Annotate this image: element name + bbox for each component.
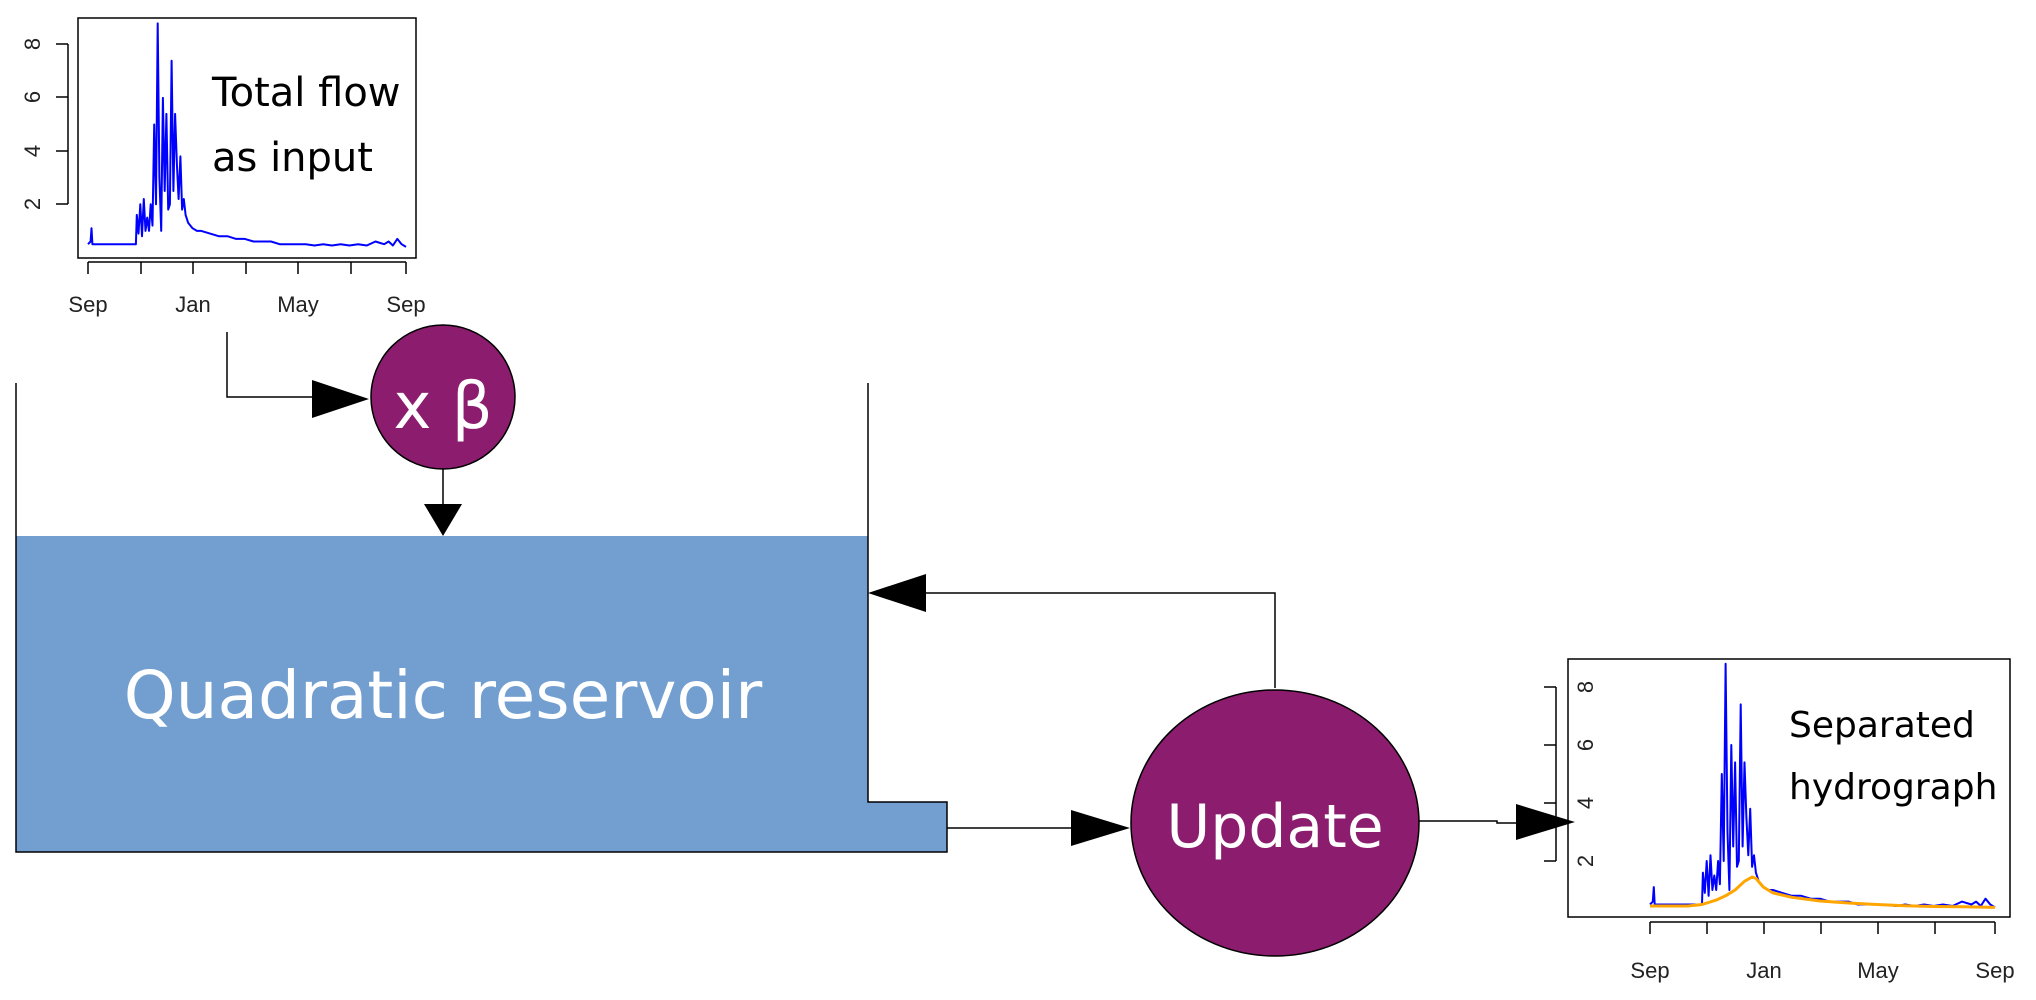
multiply-node: x β <box>370 324 516 470</box>
input-y-tick-label: 6 <box>20 91 45 103</box>
output-plot-frame <box>1567 658 2011 918</box>
multiply-circle <box>370 324 516 470</box>
input-plot-annotation-line1: Total flow <box>211 70 401 116</box>
input-x-tick-label: Sep <box>68 292 107 317</box>
input-plot-x-axis: Sep Jan May Sep <box>68 261 426 317</box>
input-to-multiply-connector <box>226 332 312 398</box>
input-x-tick-label: Jan <box>175 292 210 317</box>
update-to-output-arrow <box>1516 804 1575 840</box>
reservoir-label: Quadratic reservoir <box>124 657 763 734</box>
connectors <box>226 332 1575 846</box>
reservoir-outlet <box>868 802 947 852</box>
output-y-tick-label: 4 <box>1573 797 1598 809</box>
input-x-tick-label: May <box>277 292 319 317</box>
output-plot-series <box>1649 662 1996 909</box>
input-plot-frame <box>77 17 417 259</box>
update-feedback-connector <box>926 592 1276 688</box>
output-y-tick-label: 8 <box>1573 681 1598 693</box>
input-y-tick-label: 8 <box>20 38 45 50</box>
multiply-label: x β <box>393 370 492 444</box>
total-flow-line <box>87 22 407 248</box>
update-circle <box>1130 689 1420 957</box>
update-feedback-arrow <box>868 574 926 612</box>
output-plot: 2 4 6 8 Sep Jan May Sep Separated hydrog… <box>1544 658 2015 983</box>
output-plot-annotation-line2: hydrograph <box>1789 767 1997 808</box>
output-x-tick-label: May <box>1857 958 1899 983</box>
output-y-tick-label: 6 <box>1573 739 1598 751</box>
input-y-tick-label: 2 <box>20 198 45 210</box>
output-plot-y-axis: 2 4 6 8 <box>1544 681 1598 867</box>
input-plot-annotation-line2: as input <box>212 135 373 181</box>
output-plot-annotation-line1: Separated <box>1789 705 1975 746</box>
input-to-multiply-arrow <box>312 380 369 418</box>
multiply-to-reservoir-arrow <box>424 504 462 536</box>
input-plot: 2 4 6 8 Sep Jan May Sep Total flow as in… <box>20 17 426 317</box>
input-x-tick-label: Sep <box>386 292 425 317</box>
output-x-tick-label: Jan <box>1746 958 1781 983</box>
reservoir-water <box>16 536 868 852</box>
reservoir: Quadratic reservoir <box>15 383 948 853</box>
update-node: Update <box>1130 689 1420 957</box>
baseflow-line <box>1650 875 1996 909</box>
output-x-tick-label: Sep <box>1630 958 1669 983</box>
output-plot-x-axis: Sep Jan May Sep <box>1630 921 2015 983</box>
reservoir-walls <box>15 383 948 853</box>
output-x-tick-label: Sep <box>1975 958 2014 983</box>
update-label: Update <box>1166 792 1383 862</box>
update-to-output-connector <box>1416 820 1518 824</box>
input-y-tick-label: 4 <box>20 145 45 157</box>
output-y-tick-label: 2 <box>1573 855 1598 867</box>
outlet-to-update-arrow <box>1071 810 1130 846</box>
input-plot-y-axis: 2 4 6 8 <box>20 38 69 210</box>
input-plot-series <box>87 22 407 248</box>
